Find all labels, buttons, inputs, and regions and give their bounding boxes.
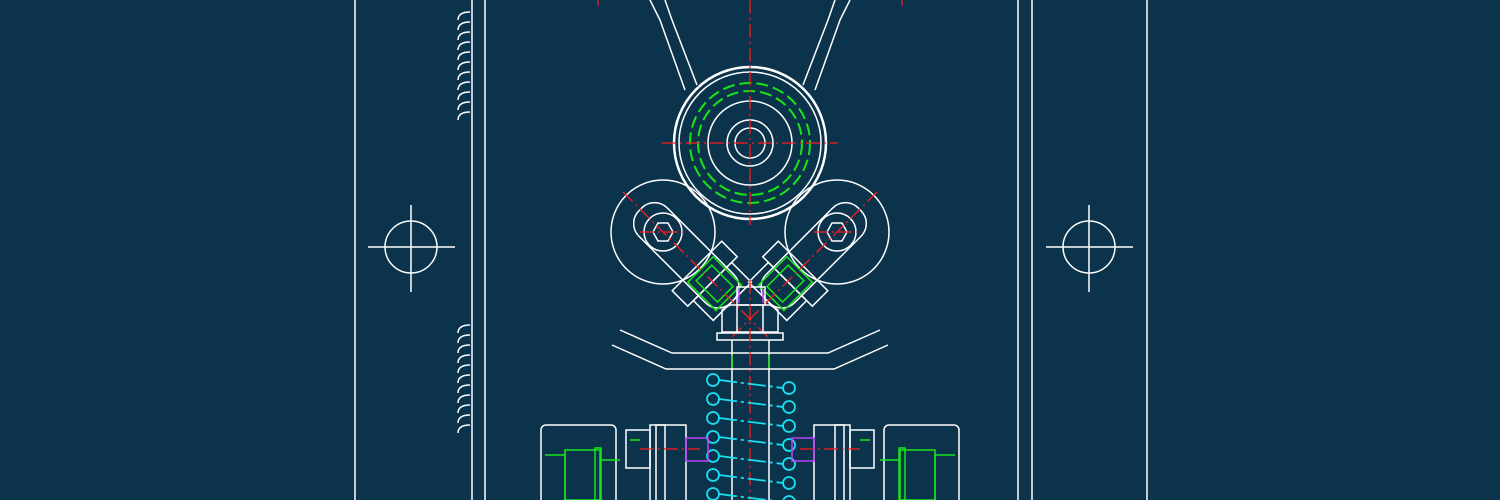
break-mark [457, 424, 471, 434]
spring-coil [706, 411, 720, 425]
break-mark [457, 21, 471, 31]
break-mark [457, 344, 471, 354]
side-roller-right [731, 179, 890, 338]
break-mark [457, 101, 471, 111]
spring [706, 373, 796, 500]
break-mark [457, 414, 471, 424]
spring-wire [718, 474, 784, 484]
spring-coil [782, 381, 796, 395]
spring-coil [782, 457, 796, 471]
lower-assembly-left [540, 424, 709, 500]
break-mark [457, 91, 471, 101]
break-mark [457, 71, 471, 81]
spring-wire [718, 455, 784, 465]
break-mark [457, 111, 471, 121]
break-mark [457, 31, 471, 41]
side-roller-left [610, 179, 769, 338]
top-arms [597, 0, 903, 91]
break-marks [457, 11, 471, 434]
break-mark [457, 374, 471, 384]
spring-coil [782, 476, 796, 490]
break-mark [457, 11, 471, 21]
break-mark [457, 334, 471, 344]
break-mark [457, 51, 471, 61]
nut-and-rod [716, 280, 784, 500]
spring-wire [718, 417, 784, 427]
break-mark [457, 61, 471, 71]
spring-coil [782, 400, 796, 414]
spring-wire [718, 436, 784, 446]
spring-wire [718, 398, 784, 408]
spring-coil [706, 468, 720, 482]
break-mark [457, 364, 471, 374]
spring-coil [706, 449, 720, 463]
break-mark [457, 394, 471, 404]
break-mark [457, 41, 471, 51]
frame-lines [354, 0, 1148, 500]
spring-wire [718, 379, 784, 389]
spring-coil [782, 438, 796, 452]
break-mark [457, 324, 471, 334]
spring-coil [782, 495, 796, 500]
main-roller [662, 0, 838, 225]
spring-coil [706, 373, 720, 387]
mounting-hole-left [368, 205, 455, 292]
spring-coil [706, 392, 720, 406]
spring-wire [718, 493, 775, 500]
break-mark [457, 384, 471, 394]
break-mark [457, 81, 471, 91]
break-mark [457, 404, 471, 414]
spring-coil [706, 430, 720, 444]
lower-assembly-right [791, 424, 960, 500]
spring-coil [706, 487, 720, 500]
spring-coil [782, 419, 796, 433]
break-mark [457, 354, 471, 364]
mounting-hole-right [1046, 205, 1133, 292]
